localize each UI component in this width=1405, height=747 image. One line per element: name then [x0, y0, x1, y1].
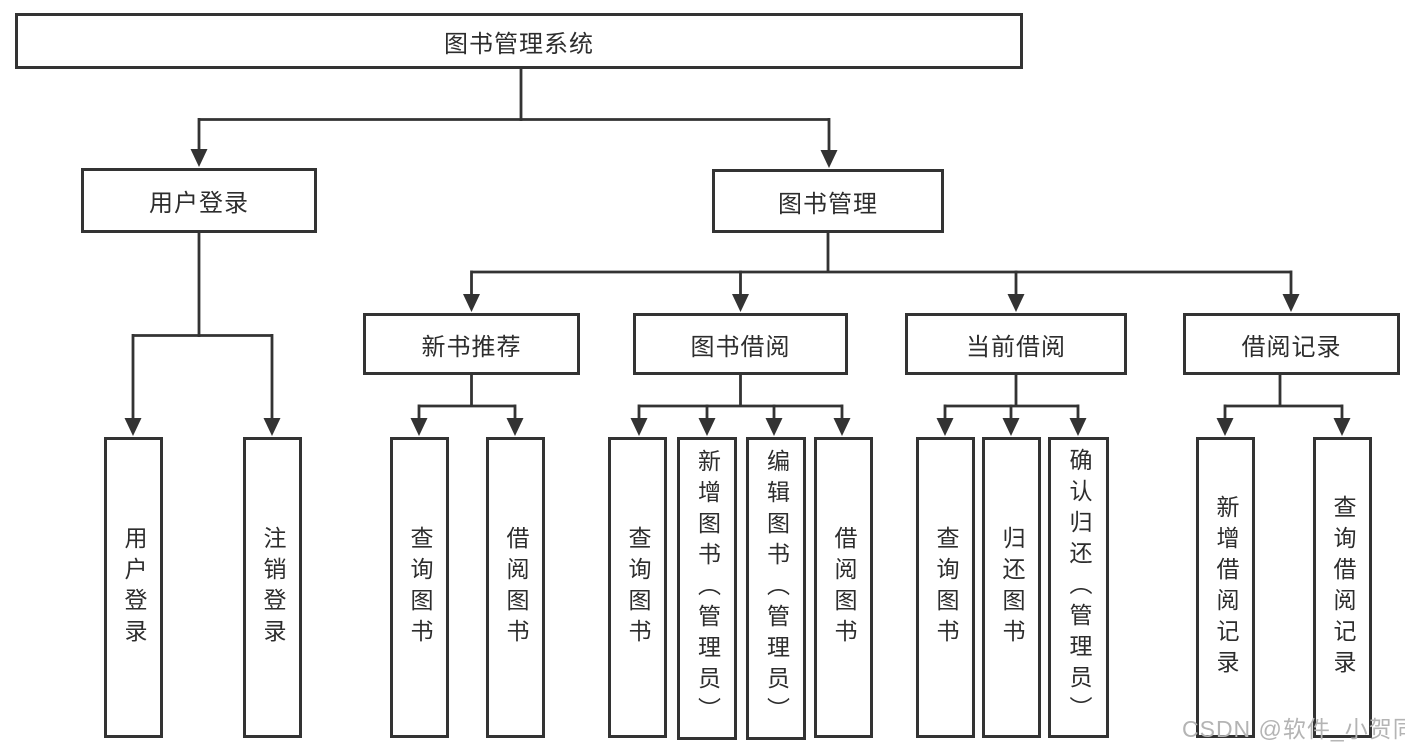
arrowhead-icon	[410, 418, 428, 436]
section-label: 当前借阅	[966, 333, 1066, 361]
leaf-query-books-3: 查询图书	[916, 437, 975, 738]
leaf-query-books-2: 查询图书	[608, 437, 667, 738]
node-new-book-recommend: 新书推荐	[363, 313, 580, 375]
arrowhead-icon	[1216, 418, 1234, 436]
csdn-watermark: CSDN @软件_小贺同学	[1182, 716, 1405, 742]
node-current-borrow: 当前借阅	[905, 313, 1127, 375]
connector-login-children	[124, 233, 281, 436]
connector-manage-to-sections	[463, 233, 1300, 312]
arrowhead-icon	[506, 418, 524, 436]
arrowhead-icon	[463, 294, 480, 312]
arrowhead-icon	[1007, 294, 1025, 312]
connector-records-children	[1216, 375, 1351, 436]
node-book-borrow: 图书借阅	[633, 313, 848, 375]
arrowhead-icon	[1002, 418, 1020, 436]
arrowhead-icon	[732, 294, 749, 312]
leaf-user-login: 用户登录	[104, 437, 163, 738]
leaf-edit-books-admin: 编辑图书（管理员）	[746, 437, 806, 740]
leaf-add-borrow-record: 新增借阅记录	[1196, 437, 1255, 738]
leaf-logout: 注销登录	[243, 437, 302, 738]
arrowhead-icon	[124, 418, 142, 436]
arrowhead-icon	[698, 418, 716, 436]
node-book-manage-label: 图书管理	[778, 190, 878, 218]
arrowhead-icon	[1333, 418, 1351, 436]
leaf-confirm-return-admin: 确认归还（管理员）	[1048, 437, 1109, 738]
section-label: 借阅记录	[1241, 333, 1342, 361]
connector-current-children	[936, 375, 1087, 436]
arrowhead-icon	[190, 149, 208, 167]
arrowhead-icon	[263, 418, 281, 436]
leaf-query-books-1: 查询图书	[390, 437, 449, 738]
leaf-borrow-books-2: 借阅图书	[814, 437, 873, 738]
node-user-login: 用户登录	[81, 168, 317, 233]
arrowhead-icon	[820, 150, 838, 168]
arrowhead-icon	[630, 418, 648, 436]
connector-newbook-children	[410, 375, 524, 436]
arrowhead-icon	[765, 418, 783, 436]
section-label: 图书借阅	[690, 333, 791, 361]
arrowhead-icon	[936, 418, 954, 436]
node-book-manage: 图书管理	[712, 169, 944, 233]
leaf-return-books: 归还图书	[982, 437, 1041, 738]
connector-root-to-level1	[190, 69, 838, 168]
leaf-borrow-books-1: 借阅图书	[486, 437, 545, 738]
leaf-add-books-admin: 新增图书（管理员）	[677, 437, 737, 740]
connector-borrow-children	[630, 375, 851, 436]
node-borrow-records: 借阅记录	[1183, 313, 1400, 375]
arrowhead-icon	[1069, 418, 1087, 436]
section-label: 新书推荐	[421, 333, 522, 361]
node-user-login-label: 用户登录	[149, 190, 249, 217]
node-root-label: 图书管理系统	[444, 30, 594, 58]
arrowhead-icon	[833, 418, 851, 436]
arrowhead-icon	[1282, 294, 1300, 312]
node-root: 图书管理系统	[15, 13, 1023, 69]
leaf-query-borrow-record: 查询借阅记录	[1313, 437, 1372, 738]
